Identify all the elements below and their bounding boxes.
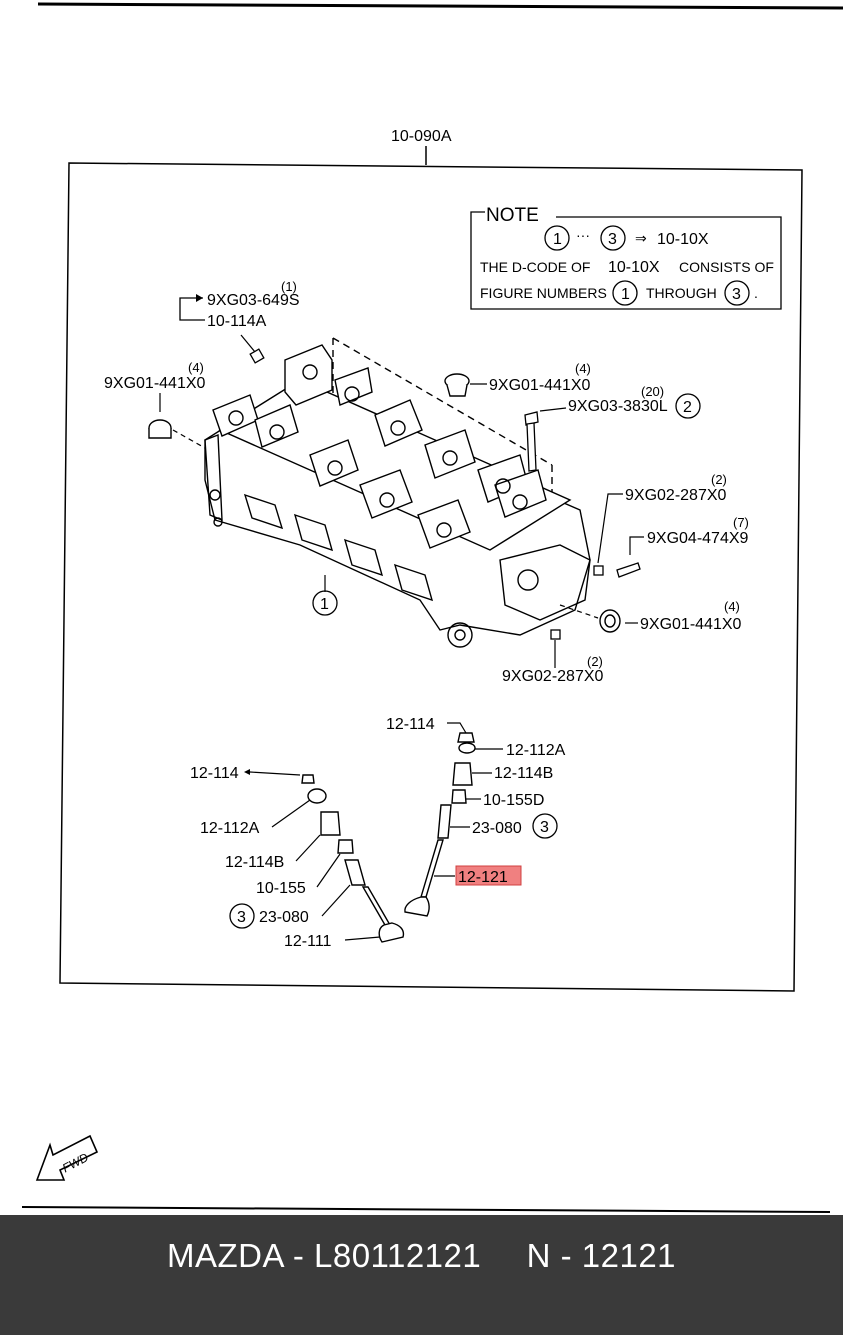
valve-right-parts xyxy=(404,732,476,917)
left-seal-label: 10-155 xyxy=(256,880,306,897)
left-seat-leader xyxy=(271,799,311,828)
valve-left-parts xyxy=(301,774,405,943)
plug-right-dash xyxy=(559,604,599,619)
callout-3-code: 9XG01-441X0 xyxy=(104,375,206,392)
left-guide-fig: 3 xyxy=(237,909,246,926)
callout-5-leader xyxy=(539,407,567,412)
assembly-label: 10-090A xyxy=(391,128,452,145)
footer-brand: MAZDA xyxy=(166,1237,284,1274)
left-guide-fig-circle xyxy=(229,903,255,929)
callout-7-leader xyxy=(629,536,644,555)
dowel-c9-part xyxy=(550,629,561,640)
dowel-pin-part xyxy=(249,348,265,364)
head-fig-circle xyxy=(312,590,338,616)
left-valve-label: 12-111 xyxy=(284,933,332,950)
note-line3-from: 1 xyxy=(621,286,630,303)
callout-5-fig-circle xyxy=(675,393,701,419)
callout-9-qty: (2) xyxy=(587,654,603,669)
left-valve-leader xyxy=(344,936,381,941)
callout-7-code: 9XG04-474X9 xyxy=(647,530,749,547)
right-guide-label: 23-080 xyxy=(472,820,522,837)
bottom-border-line xyxy=(21,1206,831,1213)
callout-8-qty: (4) xyxy=(724,599,740,614)
left-seat-label: 12-112A xyxy=(200,820,260,837)
left-keeper-leader xyxy=(249,771,301,776)
cylinder-head-drawing xyxy=(204,337,591,648)
footer-part-number: L80112121 xyxy=(314,1237,482,1274)
note-arrow: ⇒ xyxy=(635,230,647,246)
right-guide-fig-circle xyxy=(532,813,558,839)
footer-n-value: 12121 xyxy=(581,1237,677,1274)
note-line3-a: FIGURE NUMBERS xyxy=(480,285,607,301)
note-line3-to: 3 xyxy=(732,286,741,303)
footer-dash-2: - xyxy=(560,1237,573,1274)
footer-part-info: MAZDA - L80112121 N - 12121 xyxy=(0,1237,843,1275)
note-code: 10-10X xyxy=(657,231,709,248)
callout-5-code: 9XG03-3830L xyxy=(568,398,668,415)
callout-1-qty: (1) xyxy=(281,279,297,294)
callout-3-qty: (4) xyxy=(188,360,204,375)
plug-left-part xyxy=(148,419,172,439)
callout-5-qty: (20) xyxy=(641,384,664,399)
callout-6-qty: (2) xyxy=(711,472,727,487)
head-fig-number: 1 xyxy=(320,596,329,613)
main-frame xyxy=(59,162,803,992)
right-guide-fig: 3 xyxy=(540,819,549,836)
plug-top-part xyxy=(444,373,470,397)
callout-6-code: 9XG02-287X0 xyxy=(625,487,727,504)
footer-bar: MAZDA - L80112121 N - 12121 xyxy=(0,1215,843,1335)
left-keeper-label: 12-114 xyxy=(190,765,239,782)
callout-7-qty: (7) xyxy=(733,515,749,530)
left-keeper-arrowhead xyxy=(244,769,250,775)
note-title: NOTE xyxy=(486,205,539,226)
footer-dash-1: - xyxy=(292,1237,305,1274)
note-line2-b: CONSISTS OF xyxy=(679,259,774,275)
valve-highlight xyxy=(455,865,522,886)
left-guide-label: 23-080 xyxy=(259,909,309,926)
right-seal-label: 10-155D xyxy=(483,792,544,809)
top-border-line xyxy=(37,2,843,10)
head-bolt-part xyxy=(524,411,539,472)
callout-2-leader xyxy=(240,334,256,353)
callout-4-code: 9XG01-441X0 xyxy=(489,377,591,394)
left-guide-leader xyxy=(321,884,351,917)
callout-1-leader xyxy=(179,297,205,321)
note-line3-end: . xyxy=(754,285,758,301)
right-keeper-label: 12-114 xyxy=(386,716,435,733)
note-line3-b: THROUGH xyxy=(646,285,717,301)
right-valve-label: 12-121 xyxy=(458,869,508,886)
right-seat-label: 12-112A xyxy=(506,742,566,759)
note-line2-a: THE D-CODE OF xyxy=(480,259,590,275)
note-box: NOTE 1 ··· 3 ⇒ 10-10X THE D-CODE OF 10-1… xyxy=(470,205,782,310)
left-spring-leader xyxy=(295,834,321,862)
note-fig-from: 1 xyxy=(553,231,562,248)
note-fig-to: 3 xyxy=(608,231,617,248)
parts-diagram: 10-090A NOTE 1 ··· 3 ⇒ 10-10X THE D-CODE… xyxy=(21,2,843,1213)
plug-left-dash xyxy=(172,429,206,449)
right-keeper-leader xyxy=(447,722,467,734)
footer-n-label: N xyxy=(526,1237,551,1274)
callout-5-fig: 2 xyxy=(683,399,692,416)
note-dots: ··· xyxy=(576,227,590,243)
callout-2-code: 10-114A xyxy=(207,313,267,330)
note-line2-code: 10-10X xyxy=(608,259,660,276)
callout-1-arrowhead xyxy=(196,294,203,302)
callout-9-code: 9XG02-287X0 xyxy=(502,668,604,685)
right-spring-label: 12-114B xyxy=(494,765,553,782)
callout-6-leader xyxy=(597,493,623,564)
fwd-arrow-icon: FWD xyxy=(35,1134,99,1181)
callout-4-qty: (4) xyxy=(575,361,591,376)
plug-right-part xyxy=(599,609,621,633)
stud-bolt-part xyxy=(616,562,641,578)
callout-1-code: 9XG03-649S xyxy=(207,292,300,309)
left-seal-leader xyxy=(316,853,341,888)
dowel-c6-part xyxy=(593,565,604,576)
left-spring-label: 12-114B xyxy=(225,854,284,871)
callout-8-code: 9XG01-441X0 xyxy=(640,616,742,633)
